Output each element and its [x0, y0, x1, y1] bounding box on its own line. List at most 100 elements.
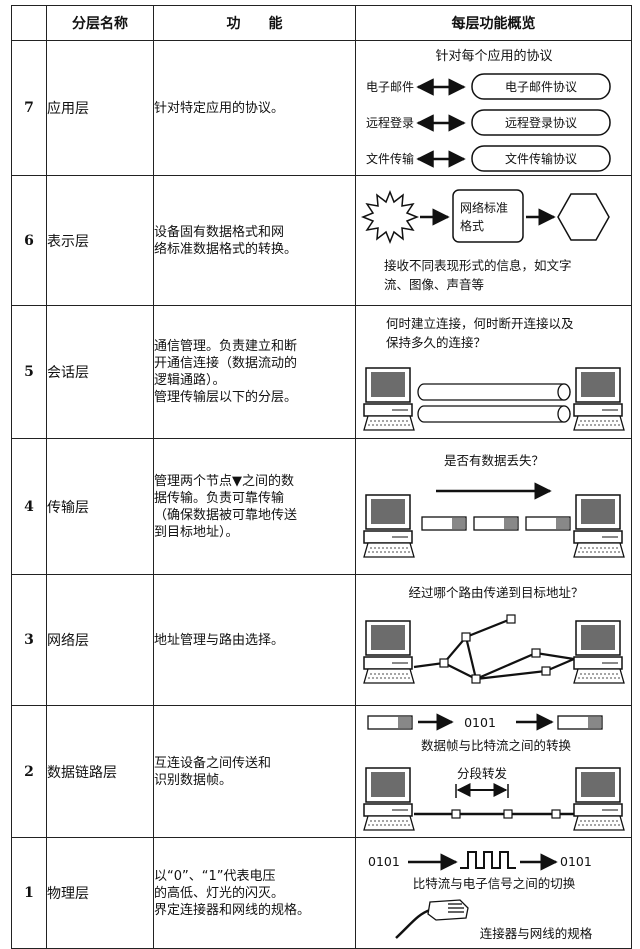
function-line: 到目标地址）。	[154, 524, 239, 540]
computer-icon	[363, 620, 415, 684]
computer-icon	[573, 367, 625, 431]
application-layer-diagram: 针对每个应用的协议 电子邮件 电子邮件协议 远程登录 远程登录协议	[366, 48, 611, 172]
overview-caption-2: 连接器与网线的规格	[480, 926, 593, 941]
layer-name: 物理层	[46, 837, 154, 949]
layer-overview: 针对每个应用的协议 电子邮件 电子邮件协议 远程登录 远程登录协议	[355, 40, 632, 176]
layer-function: 互连设备之间传送和 识别数据帧。	[153, 705, 356, 838]
computer-icon	[573, 620, 625, 684]
protocol-pair-file-transfer: 文件传输 文件传输协议	[366, 145, 611, 172]
function-line: 逻辑通路）。	[154, 373, 226, 388]
overview-caption: 是否有数据丢失？	[444, 453, 544, 468]
layer-function: 通信管理。负责建立和断 开通信连接（数据流动的 逻辑通路）。 管理传输层以下的分…	[153, 305, 356, 439]
osi-layer-table: 分层名称 功 能 每层功能概览 7 应用层 针对特定应用的协议。 针对每个应用的…	[11, 5, 632, 949]
network-connector-icon	[395, 899, 469, 939]
connection-pipe-icon	[417, 383, 571, 401]
layer-name: 应用层	[46, 40, 154, 176]
protocol-pair-email: 电子邮件 电子邮件协议	[366, 73, 611, 100]
computer-icon	[573, 494, 625, 558]
session-layer-diagram: 何时建立连接，何时断开连接以及 保持多久的连接？	[363, 316, 625, 431]
layer-function: 管理两个节点▼之间的数 据传输。负责可靠传输 （确保数据被可靠地传送 到目标地址…	[153, 438, 356, 575]
protocol-label: 文件传输协议	[505, 151, 577, 166]
function-line: 针对特定应用的协议。	[154, 100, 285, 116]
function-line: 地址管理与路由选择。	[154, 632, 285, 648]
caption-line: 接收不同表现形式的信息，如文字	[384, 258, 572, 273]
protocol-pair-remote-login: 远程登录 远程登录协议	[366, 109, 611, 136]
table-row-layer-1: 1 物理层 以“0”、“1”代表电压 的高低、灯光的闪灭。 界定连接器和网线的规…	[11, 837, 632, 949]
switch-nodes	[451, 809, 561, 819]
computer-icon	[573, 767, 625, 831]
layer-function: 针对特定应用的协议。	[153, 40, 356, 176]
computer-icon	[363, 767, 415, 831]
computer-icon	[363, 367, 415, 431]
data-frame-icon	[557, 715, 603, 730]
layer-overview: 0101 0101 比特流与电子信号之间的切换 连接器与网线的规格	[355, 837, 632, 949]
bit-stream: 0101	[464, 715, 496, 730]
data-frame-icon	[367, 715, 413, 730]
table-row-layer-2: 2 数据链路层 互连设备之间传送和 识别数据帧。 0101 数据帧与比特流之间的…	[11, 705, 632, 838]
physical-layer-diagram: 0101 0101 比特流与电子信号之间的切换 连接器与网线的规格	[368, 851, 593, 941]
protocol-pill	[471, 145, 611, 172]
layer-function: 以“0”、“1”代表电压 的高低、灯光的闪灭。 界定连接器和网线的规格。	[153, 837, 356, 949]
hexagon-icon	[557, 193, 610, 241]
starburst-icon	[360, 189, 420, 245]
layer-overview: 经过哪个路由传递到目标地址？	[355, 574, 632, 706]
function-line: 的高低、灯光的闪灭。	[154, 885, 285, 901]
function-line: 管理两个节点▼之间的数	[154, 473, 294, 489]
function-line: 通信管理。负责建立和断	[154, 339, 298, 354]
layer-number: 4	[11, 438, 47, 575]
square-wave-icon	[460, 851, 516, 869]
caption-line: 流、图像、声音等	[384, 277, 484, 292]
overview-caption: 经过哪个路由传递到目标地址？	[408, 585, 583, 600]
function-line: 据传输。负责可靠传输	[154, 490, 285, 506]
table-row-layer-4: 4 传输层 管理两个节点▼之间的数 据传输。负责可靠传输 （确保数据被可靠地传送…	[11, 438, 632, 575]
header-layer-name: 分层名称	[46, 5, 154, 41]
connection-pipe-icon	[417, 405, 571, 423]
box-line: 格式	[460, 218, 484, 233]
header-overview: 每层功能概览	[355, 5, 632, 41]
table-header-row: 分层名称 功 能 每层功能概览	[11, 5, 632, 41]
overview-caption: 数据帧与比特流之间的转换	[421, 738, 572, 753]
data-packet-icon	[525, 516, 571, 531]
layer-overview: 何时建立连接，何时断开连接以及 保持多久的连接？	[355, 305, 632, 439]
overview-caption: 比特流与电子信号之间的切换	[413, 876, 576, 891]
layer-overview: 网络标准 格式 接收不同表现形式的信息，如文字 流、图像、声音等	[355, 175, 632, 306]
table-row-layer-5: 5 会话层 通信管理。负责建立和断 开通信连接（数据流动的 逻辑通路）。 管理传…	[11, 305, 632, 439]
caption-line: 保持多久的连接？	[386, 335, 486, 350]
function-line: 管理传输层以下的分层。	[154, 390, 298, 405]
app-label: 电子邮件	[366, 80, 414, 94]
network-layer-diagram: 经过哪个路由传递到目标地址？	[363, 585, 625, 684]
protocol-pill	[471, 109, 611, 136]
protocol-label: 远程登录协议	[505, 115, 577, 130]
router-nodes	[439, 614, 551, 684]
protocol-pill	[471, 73, 611, 100]
layer-name: 数据链路层	[46, 705, 154, 838]
function-line: 以“0”、“1”代表电压	[154, 868, 276, 884]
header-function: 功 能	[153, 5, 356, 41]
caption-line: 何时建立连接，何时断开连接以及	[386, 316, 574, 331]
layer-function: 地址管理与路由选择。	[153, 574, 356, 706]
router-network-icon	[413, 617, 575, 681]
table-row-layer-3: 3 网络层 地址管理与路由选择。 经过哪个路由传递到目标地址？	[11, 574, 632, 706]
data-link-layer-diagram: 0101 数据帧与比特流之间的转换 分段转发	[363, 713, 625, 831]
layer-overview: 0101 数据帧与比特流之间的转换 分段转发	[355, 705, 632, 838]
header-num	[11, 5, 47, 41]
overview-caption-2: 分段转发	[457, 766, 508, 781]
layer-function: 设备固有数据格式和网 络标准数据格式的转换。	[153, 175, 356, 306]
presentation-layer-diagram: 网络标准 格式 接收不同表现形式的信息，如文字 流、图像、声音等	[360, 189, 610, 292]
computer-icon	[363, 494, 415, 558]
bit-stream-left: 0101	[368, 854, 400, 869]
protocol-label: 电子邮件协议	[505, 79, 577, 94]
layer-name: 表示层	[46, 175, 154, 306]
data-packet-icon	[421, 516, 467, 531]
layer-number: 2	[11, 705, 47, 838]
layer-number: 7	[11, 40, 47, 176]
layer-number: 1	[11, 837, 47, 949]
box-line: 网络标准	[460, 200, 508, 215]
function-line: 络标准数据格式的转换。	[154, 241, 298, 257]
transport-layer-diagram: 是否有数据丢失？	[363, 453, 625, 558]
table-row-layer-6: 6 表示层 设备固有数据格式和网 络标准数据格式的转换。 网络标准 格式 接收不…	[11, 175, 632, 306]
layer-number: 3	[11, 574, 47, 706]
standard-format-box	[452, 189, 524, 243]
layer-name: 网络层	[46, 574, 154, 706]
